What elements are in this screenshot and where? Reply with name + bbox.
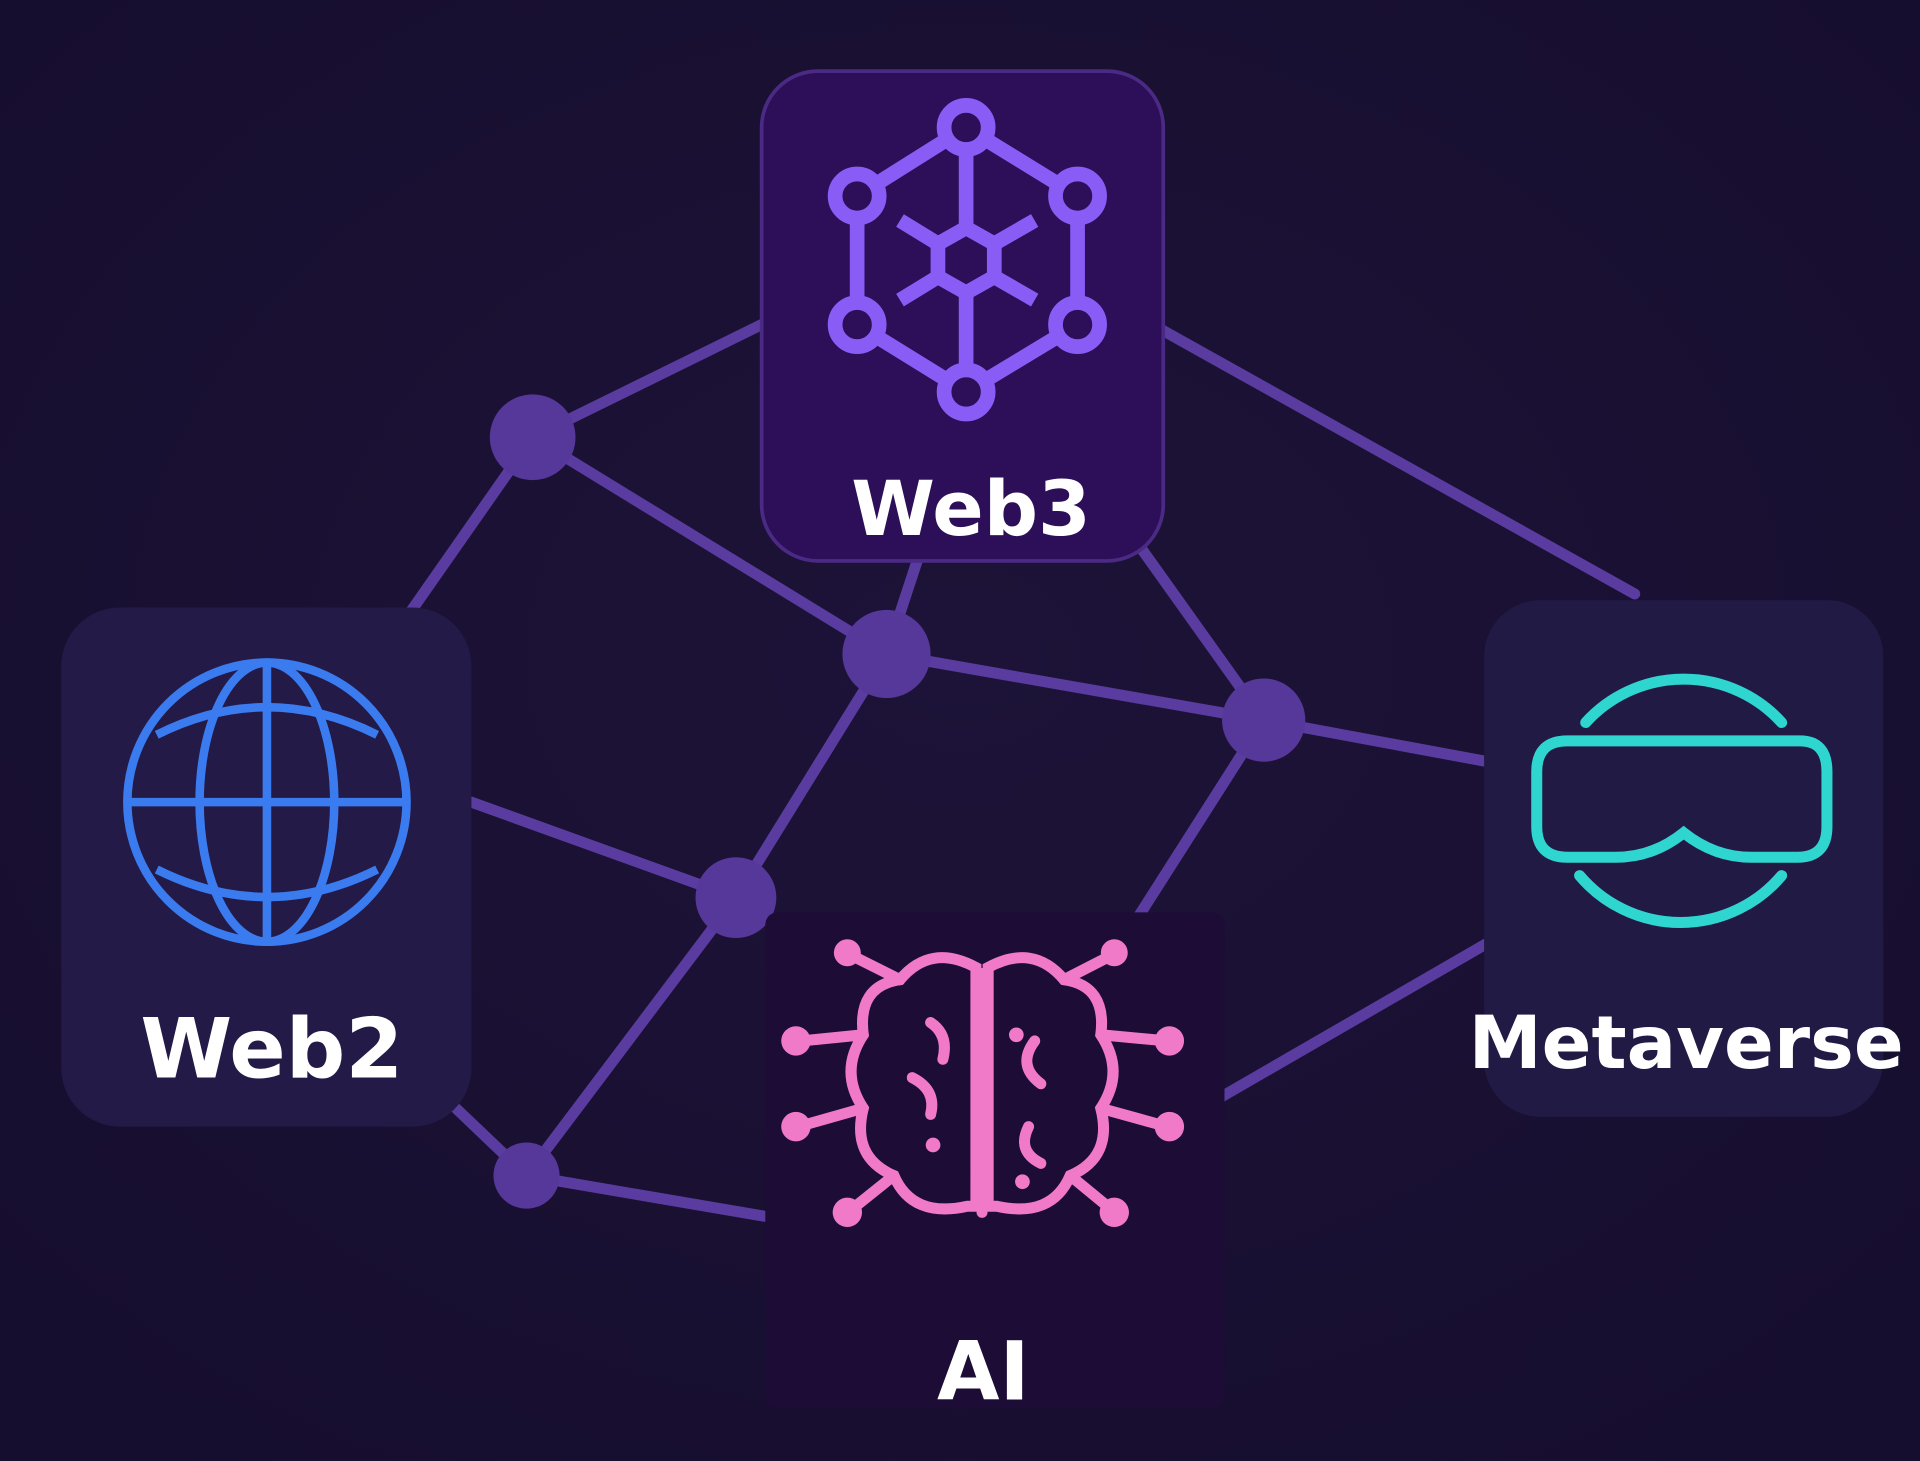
globe-icon bbox=[123, 658, 411, 947]
network-hexagon-icon bbox=[827, 98, 1107, 422]
junction-nodes bbox=[489, 394, 1306, 1209]
brain-circuit-dots bbox=[781, 939, 1185, 1228]
node-metaverse[interactable]: Metaverse bbox=[1469, 600, 1904, 1117]
connector-line bbox=[1157, 325, 1641, 600]
junction-node bbox=[842, 609, 931, 699]
connector-line bbox=[1206, 937, 1494, 1108]
web3-label: Web3 bbox=[851, 465, 1091, 553]
connector-line bbox=[521, 892, 742, 1182]
connector-line bbox=[465, 796, 742, 904]
junction-node bbox=[695, 857, 777, 939]
junction-node bbox=[1222, 678, 1306, 762]
node-web3[interactable]: Web3 bbox=[759, 69, 1166, 563]
connector-line bbox=[521, 1170, 784, 1224]
node-ai[interactable]: AI bbox=[765, 912, 1225, 1420]
node-web2[interactable]: Web2 bbox=[61, 607, 472, 1127]
web2-label: Web2 bbox=[140, 1001, 403, 1098]
junction-node bbox=[489, 394, 576, 481]
connector-line bbox=[527, 431, 893, 660]
metaverse-card bbox=[1484, 600, 1884, 1117]
vr-headset-icon bbox=[1531, 673, 1833, 929]
junction-node bbox=[493, 1142, 560, 1209]
connector-line bbox=[881, 648, 1270, 726]
ai-label: AI bbox=[937, 1326, 1030, 1420]
connector-line bbox=[730, 648, 893, 904]
metaverse-label: Metaverse bbox=[1469, 1001, 1904, 1086]
